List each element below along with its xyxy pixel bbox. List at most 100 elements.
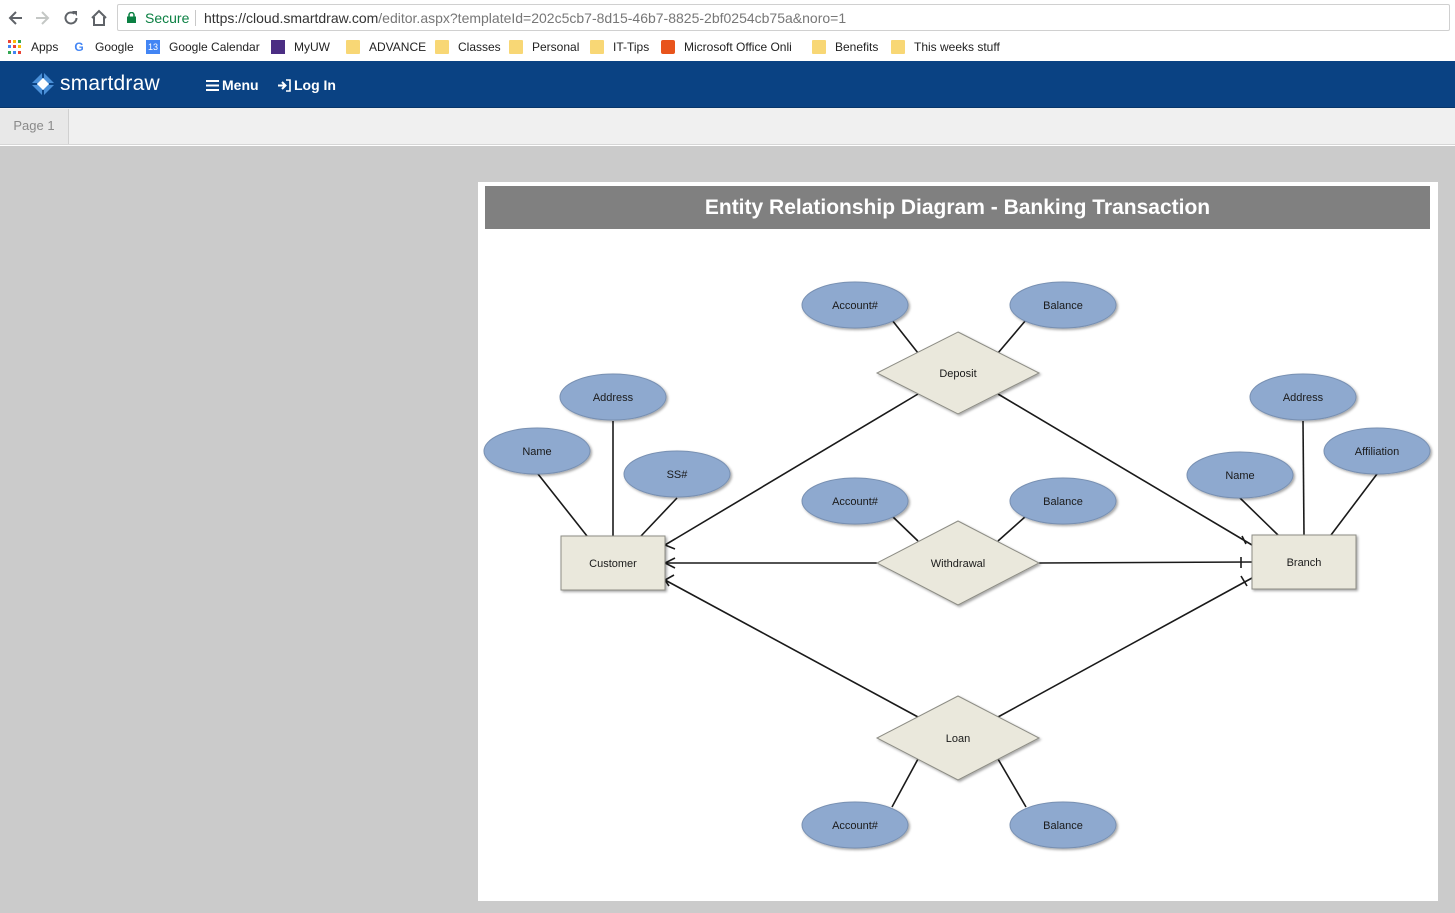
attribute-withdrawal-account[interactable]: Account# bbox=[801, 477, 909, 525]
attribute-deposit-balance[interactable]: Balance bbox=[1009, 281, 1117, 329]
relationship-deposit[interactable]: Deposit bbox=[875, 331, 1041, 415]
connector bbox=[1239, 497, 1279, 536]
diagram-title: Entity Relationship Diagram - Banking Tr… bbox=[704, 196, 1211, 219]
bookmark-google-calendar[interactable]: 13 Google Calendar bbox=[146, 38, 260, 56]
secure-label: Secure bbox=[145, 10, 190, 26]
bookmark-office[interactable]: Microsoft Office Onli bbox=[661, 38, 792, 56]
connector bbox=[997, 577, 1253, 718]
attribute-label: Account# bbox=[832, 300, 879, 312]
bookmark-myuw[interactable]: MyUW bbox=[271, 38, 330, 56]
one-marker bbox=[1241, 535, 1247, 545]
relationship-diamond bbox=[875, 331, 1041, 415]
bookmark-advance[interactable]: ADVANCE bbox=[346, 38, 426, 56]
google-icon: G bbox=[74, 40, 84, 54]
connector bbox=[997, 758, 1027, 808]
attribute-label: Name bbox=[522, 446, 551, 458]
forward-arrow-icon[interactable] bbox=[32, 8, 52, 28]
connector bbox=[664, 393, 919, 546]
app-header: smartdraw Menu Log In bbox=[0, 61, 1455, 108]
folder-icon bbox=[509, 40, 523, 54]
connector bbox=[891, 758, 919, 808]
url-host: https://cloud.smartdraw.com bbox=[204, 10, 379, 26]
attribute-label: Address bbox=[1283, 392, 1324, 404]
bookmark-label: ADVANCE bbox=[369, 40, 427, 54]
bookmark-google[interactable]: G Google bbox=[72, 38, 134, 56]
reload-icon[interactable] bbox=[61, 8, 81, 28]
connector bbox=[537, 473, 588, 537]
login-button[interactable]: Log In bbox=[277, 77, 336, 93]
diagram-title-bar[interactable]: Entity Relationship Diagram - Banking Tr… bbox=[485, 186, 1430, 229]
attribute-deposit-account[interactable]: Account# bbox=[801, 281, 909, 329]
crows-foot bbox=[663, 538, 676, 550]
attribute-ellipse bbox=[1186, 451, 1294, 499]
attribute-ellipse bbox=[1009, 477, 1117, 525]
attribute-ellipse bbox=[801, 477, 909, 525]
calendar-icon: 13 bbox=[146, 40, 160, 54]
attribute-customer-name[interactable]: Name bbox=[483, 427, 591, 475]
bookmark-label: IT-Tips bbox=[613, 40, 650, 54]
attribute-label: Account# bbox=[832, 820, 879, 832]
connector bbox=[1038, 561, 1253, 564]
bookmark-personal[interactable]: Personal bbox=[509, 38, 579, 56]
er-diagram: Customer Branch Deposit Withdrawal Loan … bbox=[483, 281, 1431, 849]
relationship-label: Deposit bbox=[939, 368, 976, 380]
home-icon[interactable] bbox=[89, 8, 109, 28]
attribute-label: Balance bbox=[1043, 820, 1083, 832]
menu-button[interactable]: Menu bbox=[206, 77, 259, 93]
relationship-withdrawal[interactable]: Withdrawal bbox=[875, 520, 1041, 606]
attribute-ellipse bbox=[1323, 427, 1431, 475]
entity-branch[interactable]: Branch bbox=[1251, 534, 1357, 590]
bookmark-label: Personal bbox=[532, 40, 580, 54]
attribute-branch-affiliation[interactable]: Affiliation bbox=[1323, 427, 1431, 475]
back-arrow-icon[interactable] bbox=[6, 8, 26, 28]
bookmark-label: Microsoft Office Onli bbox=[684, 40, 792, 54]
bookmark-this-weeks-stuff[interactable]: This weeks stuff bbox=[891, 38, 1000, 56]
menu-label: Menu bbox=[222, 77, 259, 93]
attribute-branch-name[interactable]: Name bbox=[1186, 451, 1294, 499]
hamburger-icon bbox=[206, 79, 219, 91]
relationship-label: Loan bbox=[946, 733, 970, 745]
diagram-canvas[interactable]: Entity Relationship Diagram - Banking Tr… bbox=[478, 182, 1438, 901]
browser-toolbar: Secure https://cloud.smartdraw.com/edito… bbox=[0, 0, 1455, 35]
attribute-loan-balance[interactable]: Balance bbox=[1009, 801, 1117, 849]
attribute-label: Balance bbox=[1043, 496, 1083, 508]
relationship-diamond bbox=[875, 695, 1041, 781]
attribute-branch-address[interactable]: Address bbox=[1249, 373, 1357, 421]
url-text[interactable]: https://cloud.smartdraw.com/editor.aspx?… bbox=[204, 10, 846, 26]
attribute-label: Address bbox=[593, 392, 634, 404]
bookmark-benefits[interactable]: Benefits bbox=[812, 38, 878, 56]
bookmark-label: Google bbox=[95, 40, 134, 54]
folder-icon bbox=[812, 40, 826, 54]
address-divider bbox=[195, 10, 196, 26]
entity-customer[interactable]: Customer bbox=[560, 535, 666, 591]
bookmark-it-tips[interactable]: IT-Tips bbox=[590, 38, 649, 56]
folder-icon bbox=[590, 40, 604, 54]
lock-icon bbox=[127, 12, 136, 23]
connector-lines bbox=[537, 319, 1378, 808]
relationship-diamond bbox=[875, 520, 1041, 606]
entity-label: Customer bbox=[589, 558, 637, 570]
attribute-customer-ss[interactable]: SS# bbox=[623, 450, 731, 498]
attribute-customer-address[interactable]: Address bbox=[559, 373, 667, 421]
attribute-ellipse bbox=[1249, 373, 1357, 421]
one-marker bbox=[1240, 575, 1248, 587]
attribute-withdrawal-balance[interactable]: Balance bbox=[1009, 477, 1117, 525]
bookmark-classes[interactable]: Classes bbox=[435, 38, 501, 56]
address-bar[interactable]: Secure https://cloud.smartdraw.com/edito… bbox=[117, 4, 1450, 31]
connector bbox=[997, 515, 1027, 542]
connector bbox=[1302, 420, 1305, 536]
attribute-ellipse bbox=[801, 281, 909, 329]
bookmark-label: Google Calendar bbox=[169, 40, 260, 54]
attribute-ellipse bbox=[483, 427, 591, 475]
entity-box bbox=[1251, 534, 1357, 590]
bookmark-apps[interactable]: Apps bbox=[8, 38, 58, 56]
tab-page-1[interactable]: Page 1 bbox=[0, 109, 69, 144]
connector bbox=[891, 515, 919, 542]
attribute-loan-account[interactable]: Account# bbox=[801, 801, 909, 849]
folder-icon bbox=[891, 40, 905, 54]
attribute-ellipse bbox=[559, 373, 667, 421]
entity-box bbox=[560, 535, 666, 591]
smartdraw-logo-icon bbox=[31, 72, 55, 96]
relationship-loan[interactable]: Loan bbox=[875, 695, 1041, 781]
bookmark-label: Benefits bbox=[835, 40, 879, 54]
